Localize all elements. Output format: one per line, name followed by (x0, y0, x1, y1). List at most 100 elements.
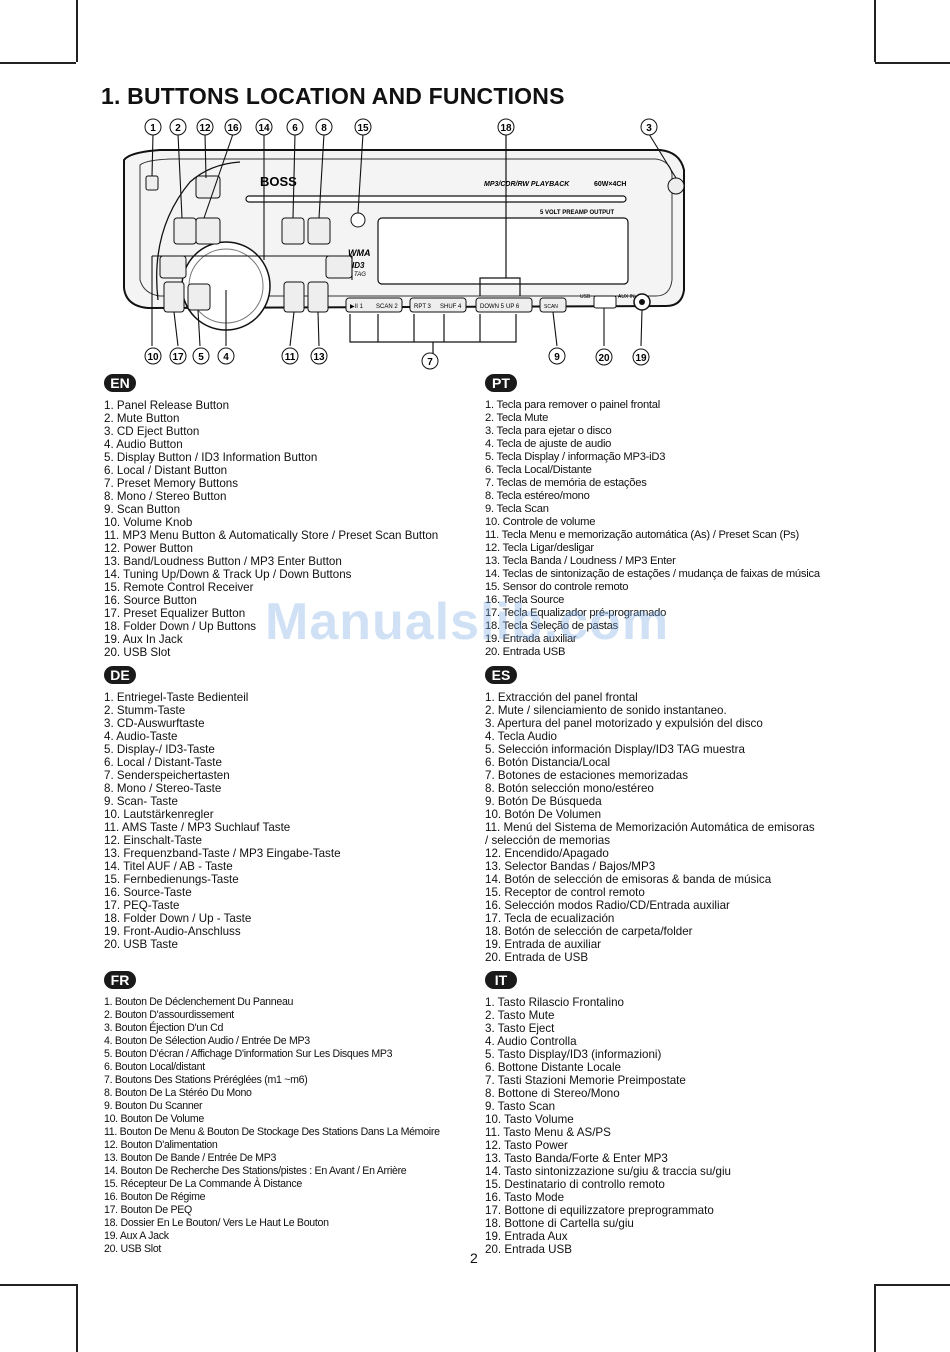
power-rating-label: 60W×4CH (594, 181, 626, 188)
function-item: 13. Selector Bandas / Bajos/MP3 (485, 860, 656, 873)
function-item: 4. Tecla Audio (485, 730, 557, 743)
display-button (187, 283, 211, 311)
callout-number: 9 (554, 352, 560, 363)
page-title: 1. BUTTONS LOCATION AND FUNCTIONS (101, 83, 565, 109)
function-item: 12. Bouton D'alimentation (104, 1139, 218, 1151)
preset-label: DOWN 5 (480, 304, 505, 310)
function-item: 5. Selección información Display/ID3 TAG… (485, 743, 745, 756)
function-item: 12. Power Button (104, 542, 193, 555)
function-item: 16. Bouton De Régime (104, 1191, 206, 1203)
callout-number: 13 (313, 352, 325, 363)
function-item: 5. Bouton D'écran / Affichage D'informat… (104, 1048, 393, 1060)
function-item: 16. Tecla Source (485, 594, 565, 606)
function-item: 7. Botones de estaciones memorizadas (485, 769, 689, 782)
menu-button (283, 281, 305, 313)
mono-stereo-button (307, 217, 331, 245)
function-item: 15. Récepteur De La Commande À Distance (104, 1178, 302, 1190)
usb-slot (593, 295, 617, 309)
function-item: 14. Teclas de sintonização de estações /… (485, 568, 820, 580)
function-item: 10. Lautstärkenregler (104, 808, 214, 821)
function-item: 1. Extracción del panel frontal (485, 691, 638, 704)
tag-logo: TAG (354, 272, 366, 278)
function-item: 6. Botón Distancia/Local (485, 756, 611, 769)
callout-number: 1 (150, 123, 156, 134)
function-item: 17. Tecla de ecualización (485, 912, 615, 925)
function-item: 1. Tasto Rilascio Frontalino (485, 996, 624, 1009)
function-item: 10. Tasto Volume (485, 1113, 574, 1126)
tune-up-button (325, 255, 353, 279)
function-item: 18. Bottone di Cartella su/giu (485, 1217, 634, 1230)
aux-label: AUX IN (618, 294, 635, 300)
function-item: 12. Tecla Ligar/desligar (485, 542, 594, 554)
function-item: 20. Entrada USB (485, 1243, 573, 1256)
crop-mark (875, 62, 950, 64)
function-item: 16. Source Button (104, 594, 197, 607)
callout-number: 3 (646, 123, 652, 134)
mute-button (173, 217, 197, 245)
function-item: 19. Aux In Jack (104, 633, 183, 646)
function-item: 11. Tecla Menu e memorização automática … (485, 529, 800, 541)
function-item: 3. Tecla para ejetar o disco (485, 425, 612, 437)
function-item: 9. Tasto Scan (485, 1100, 556, 1113)
preset-label: SCAN 2 (376, 304, 398, 310)
callout-number: 18 (500, 123, 512, 134)
callouts-top: 1 2 12 16 14 6 8 15 18 3 (144, 118, 658, 136)
function-item: 2. Bouton D'assourdissement (104, 1009, 234, 1021)
function-item: 10. Volume Knob (104, 516, 193, 529)
function-item: 1. Bouton De Déclenchement Du Panneau (104, 996, 294, 1008)
preset-label: ▶II 1 (350, 304, 364, 310)
section-fr: FR 1. Bouton De Déclenchement Du Panneau… (104, 971, 440, 1256)
function-item: 17. PEQ-Taste (104, 899, 180, 912)
crop-mark (874, 0, 876, 62)
function-item: 1. Panel Release Button (104, 399, 230, 412)
callout-number: 15 (357, 123, 369, 134)
callout-number: 10 (147, 352, 159, 363)
function-item: 18. Tecla Seleção de pastas (485, 620, 618, 632)
function-item: 14. Tasto sintonizzazione su/giu & tracc… (485, 1165, 731, 1178)
function-item: 6. Local / Distant Button (104, 464, 228, 477)
wma-logo: WMA (348, 248, 371, 258)
function-item: 8. Mono / Stereo Button (104, 490, 227, 503)
function-item: 3. Apertura del panel motorizado y expul… (485, 717, 763, 730)
function-item: 6. Bottone Distante Locale (485, 1061, 621, 1074)
callout-number: 16 (227, 123, 239, 134)
function-item: 20. USB Slot (104, 646, 171, 659)
preset-label: UP 6 (506, 304, 520, 310)
function-item: 8. Mono / Stereo-Taste (104, 782, 222, 795)
function-item: 8. Bouton De La Stéréo Du Mono (104, 1087, 252, 1099)
function-item: 17. Tecla Equalizador pré-programado (485, 607, 667, 619)
function-item: 8. Bottone di Stereo/Mono (485, 1087, 620, 1100)
crop-mark (0, 62, 76, 64)
function-item: 6. Local / Distant-Taste (104, 756, 222, 769)
callout-number: 14 (258, 123, 270, 134)
function-item: 18. Folder Down / Up - Taste (104, 912, 252, 925)
function-item: 7. Preset Memory Buttons (104, 477, 239, 490)
function-item: 4. Tecla de ajuste de audio (485, 438, 612, 450)
function-item: 14. Bouton De Recherche Des Stations/pis… (104, 1165, 407, 1177)
panel-release-button (145, 175, 159, 191)
function-item: 2. Mute / silenciamiento de sonido insta… (485, 704, 727, 717)
function-item: 5. Display Button / ID3 Information Butt… (104, 451, 318, 464)
language-badge: FR (104, 971, 136, 989)
function-item: 18. Botón de selección de carpeta/folder (485, 925, 693, 938)
function-item: 10. Botón De Volumen (485, 808, 602, 821)
crop-mark (0, 1284, 76, 1286)
function-item: 14. Titel AUF / AB - Taste (104, 860, 233, 873)
power-button (195, 175, 221, 199)
function-item: 6. Tecla Local/Distante (485, 464, 592, 476)
function-item: 11. Tasto Menu & AS/PS (485, 1126, 611, 1139)
function-item: 20. USB Taste (104, 938, 178, 951)
function-item: 20. Entrada USB (485, 646, 566, 658)
function-item: / selección de memorias (485, 834, 611, 847)
function-item: 13. Tasto Banda/Forte & Enter MP3 (485, 1152, 668, 1165)
function-item: 12. Tasto Power (485, 1139, 568, 1152)
id3-logo: ID3 (352, 261, 365, 270)
eject-button (667, 177, 685, 195)
